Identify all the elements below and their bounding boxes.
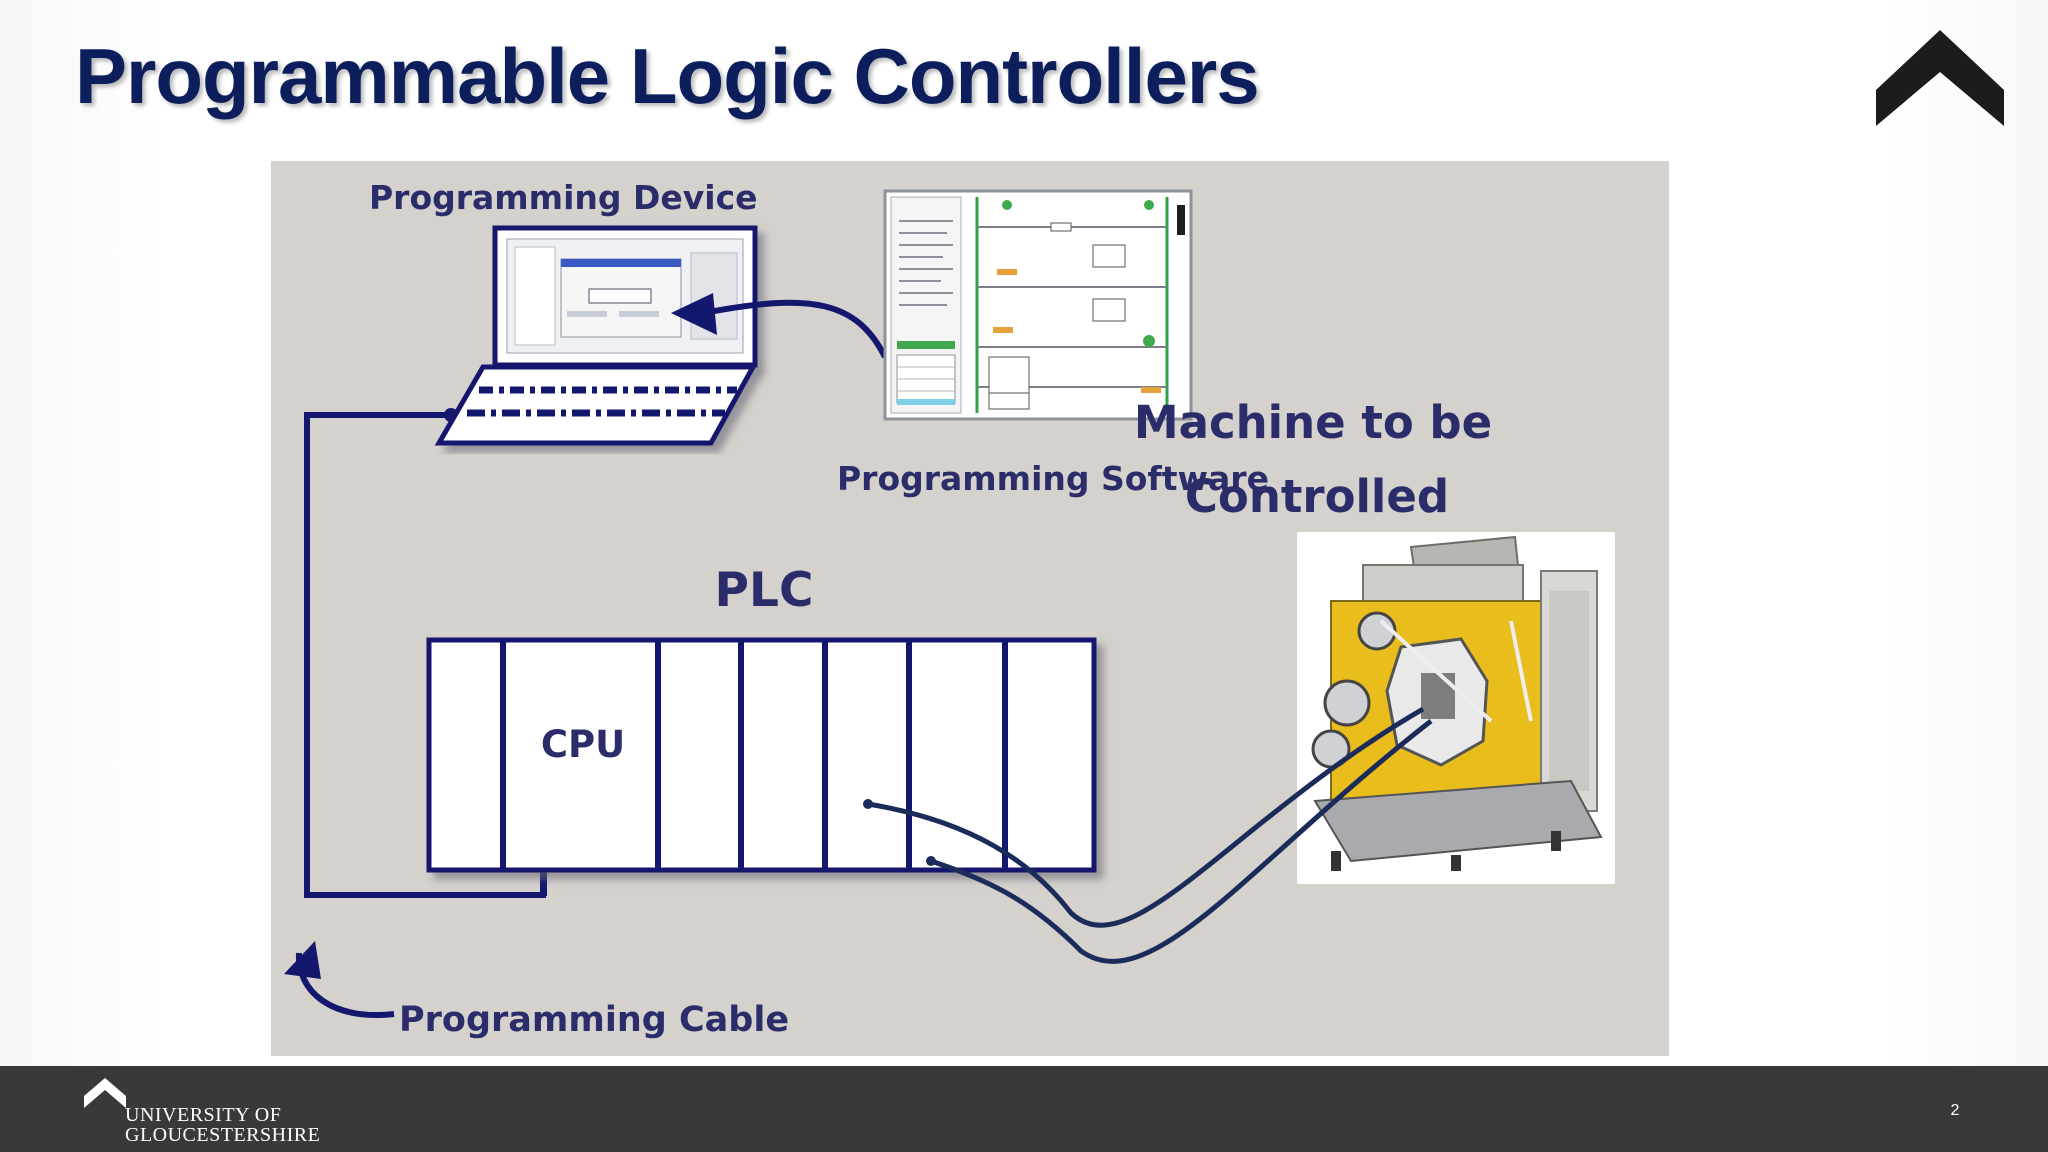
footer-bar: [0, 1066, 2048, 1152]
page-number: 2: [1950, 1102, 1960, 1119]
programming-software-window: [883, 189, 1193, 421]
software-to-device-arrow: [708, 299, 888, 359]
label-machine-line2: Controlled: [1185, 470, 1449, 523]
io-wire-2-dot: [926, 856, 936, 866]
plc-rack: [426, 637, 1097, 873]
slide-title: Programmable Logic Controllers: [75, 32, 1260, 120]
plc-diagram: Programming Device: [271, 161, 1669, 1056]
machine-to-be-controlled: [1297, 532, 1615, 884]
software-arrowhead: [671, 293, 717, 335]
label-programming-device: Programming Device: [369, 178, 758, 217]
university-name: UNIVERSITY OF GLOUCESTERSHIRE: [125, 1105, 320, 1145]
label-cpu: CPU: [541, 723, 625, 766]
university-line-2: GLOUCESTERSHIRE: [125, 1124, 321, 1146]
label-programming-software: Programming Software: [837, 459, 1269, 498]
label-plc: PLC: [715, 563, 814, 618]
label-programming-cable: Programming Cable: [399, 1000, 789, 1040]
chevron-logo-icon: [84, 1078, 126, 1108]
io-wire-2: [930, 719, 1433, 964]
cable-arrowhead: [284, 941, 321, 979]
io-wire-1: [867, 706, 1425, 928]
chevron-up-icon: [1876, 30, 2004, 126]
label-machine-line1: Machine to be: [1134, 396, 1492, 449]
io-wire-1-dot: [863, 799, 873, 809]
university-line-1: UNIVERSITY OF: [125, 1104, 282, 1126]
